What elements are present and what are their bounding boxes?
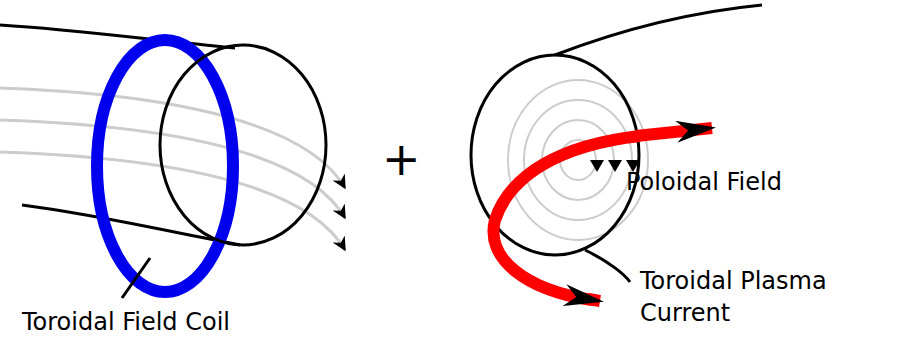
plus-sign: + [382,128,432,190]
tube-outline [555,5,762,55]
part-label: Poloidal Field [626,166,896,198]
tube-outline [585,250,630,282]
plasma-current-arrow [636,128,712,136]
plasma-current-arrow [588,299,600,301]
toroidal-field-figure [0,25,345,298]
tube-end [160,45,326,245]
poloidal-field-figure [471,5,762,301]
part-label: Toroidal Plasma Current [640,265,872,329]
leader-line [122,258,150,298]
tube-outline [0,25,235,48]
part-label: Toroidal Field Coil [22,306,342,338]
plasma-current [493,136,640,300]
